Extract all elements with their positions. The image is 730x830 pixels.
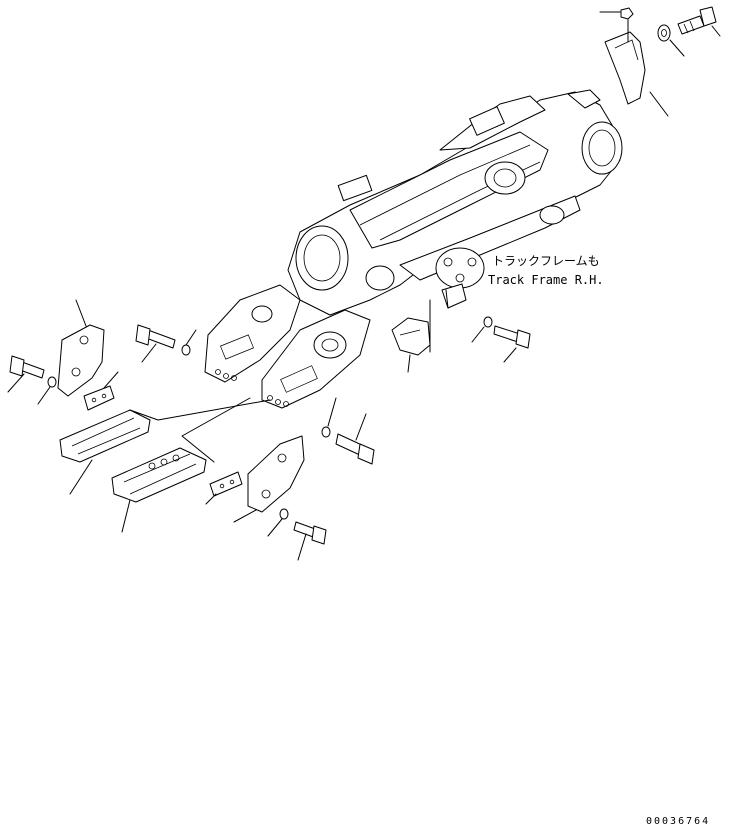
bracket-center [391,317,431,373]
track-frame [204,89,623,409]
left-upper-fasteners [135,324,197,363]
washer-center [471,316,493,343]
guard-plate-lower [233,435,305,523]
track-frame-annotation: トラックフレームも Track Frame R.H. [488,254,604,287]
bolt-lower [293,521,327,561]
center-right-parts [391,316,531,373]
bracket-top-right [604,19,669,117]
washer-mid [321,397,337,438]
far-left-parts [7,299,375,561]
guide-left-lower [111,447,207,533]
drawing-code: 00036764 [646,816,710,827]
shim-lower [205,471,243,505]
washer-lower [267,508,289,537]
top-right-parts [599,6,721,117]
guard-plate-left [57,299,105,397]
bolt-center [493,325,531,363]
washer-left-upper [181,329,197,356]
bolt-top [677,6,721,37]
washer-far-left [37,376,57,405]
nut-top [599,7,634,20]
annotation-line1: トラックフレームも [492,254,600,268]
washer-top [657,24,685,57]
bolt-left-upper [135,324,176,363]
bolt-mid [335,413,375,465]
shim-left [83,371,119,411]
bolt-far-left [7,355,45,393]
assembly-reference-lines [129,289,449,463]
annotation-line2: Track Frame R.H. [488,273,604,287]
